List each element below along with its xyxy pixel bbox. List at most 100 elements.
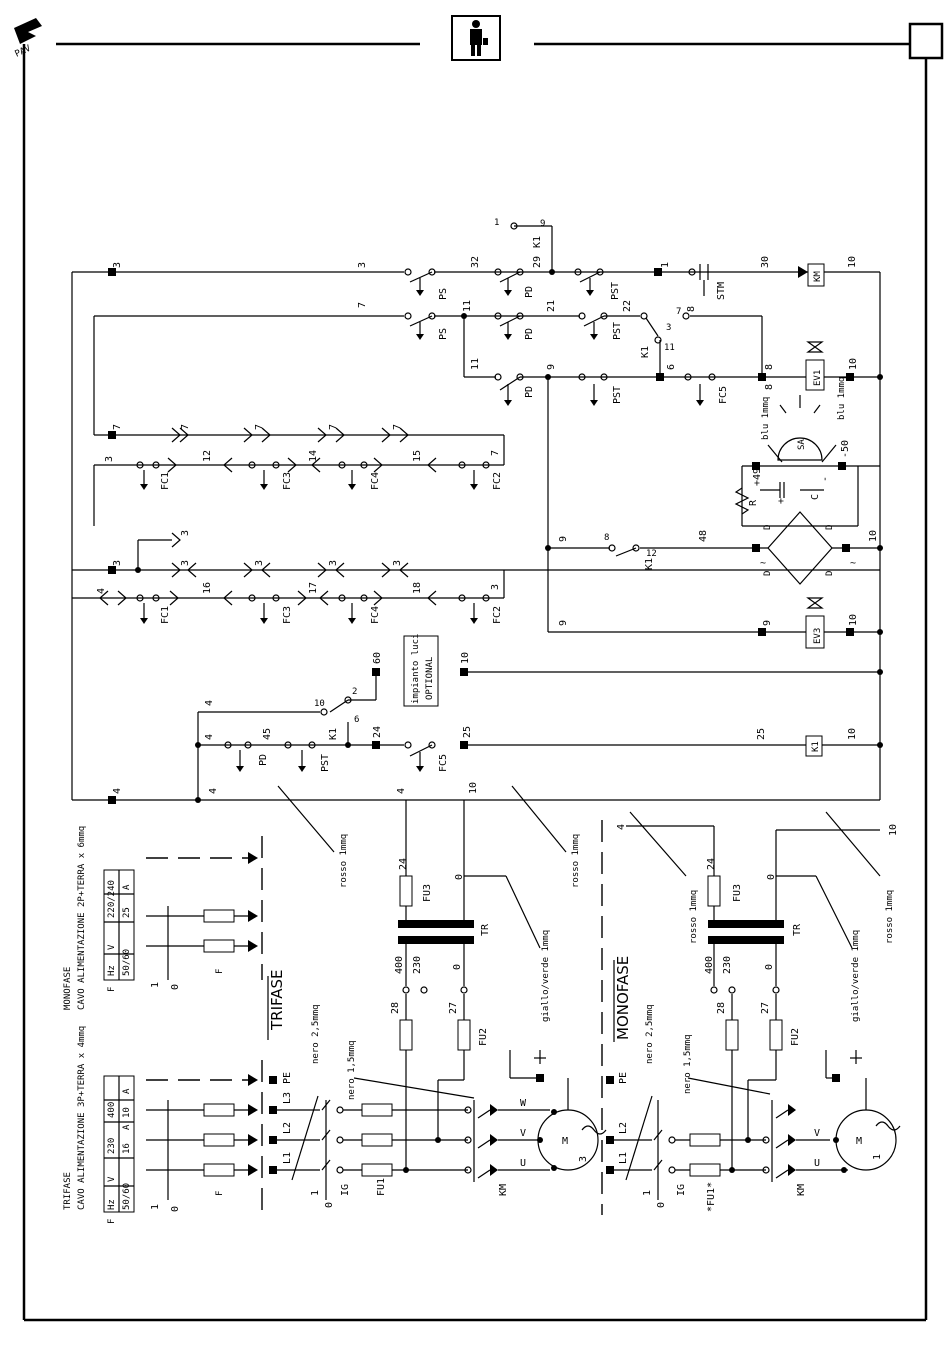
svg-text:K1: K1: [532, 236, 543, 248]
svg-text:PST: PST: [320, 754, 331, 772]
svg-text:V: V: [814, 1128, 820, 1139]
svg-text:nero 1,5mmq: nero 1,5mmq: [347, 1040, 357, 1100]
svg-text:SA: SA: [797, 439, 807, 450]
svg-text:blu 1mmq: blu 1mmq: [837, 377, 847, 420]
svg-text:1: 1: [642, 1190, 653, 1196]
svg-text:OPTIONAL: OPTIONAL: [425, 657, 435, 700]
svg-text:7: 7: [357, 302, 368, 308]
svg-text:A: A: [122, 1124, 132, 1130]
svg-text:8: 8: [604, 533, 609, 543]
svg-text:27: 27: [760, 1002, 771, 1014]
svg-text:K1: K1: [640, 346, 651, 358]
svg-text:8: 8: [764, 364, 775, 370]
svg-text:16: 16: [122, 1143, 132, 1154]
svg-text:C: C: [810, 494, 821, 500]
svg-text:230: 230: [412, 956, 423, 974]
svg-text:Hz: Hz: [107, 1199, 117, 1210]
svg-text:PE: PE: [282, 1072, 293, 1084]
svg-text:0: 0: [452, 964, 463, 970]
power-section-trifase: TRIFASE CAVO ALIMENTAZIONE 3P+TERRA x 4m…: [63, 785, 607, 1224]
svg-text:7: 7: [112, 424, 123, 430]
svg-text:7: 7: [676, 307, 681, 317]
svg-text:24: 24: [706, 858, 717, 870]
svg-text:28: 28: [716, 1002, 727, 1014]
svg-text:7: 7: [328, 424, 339, 430]
svg-text:IG: IG: [676, 1184, 687, 1196]
power-section-monofase: MONOFASE CAVO ALIMENTAZIONE 2P+TERRA x 6…: [63, 811, 901, 1215]
svg-text:FC1: FC1: [160, 606, 171, 624]
svg-text:9: 9: [540, 219, 545, 229]
svg-text:KM: KM: [796, 1184, 807, 1196]
svg-text:V: V: [107, 1176, 117, 1182]
svg-text:24: 24: [372, 726, 383, 738]
svg-text:8: 8: [764, 384, 775, 390]
svg-text:V: V: [520, 1128, 526, 1139]
svg-text:10: 10: [468, 782, 479, 794]
page-box: [908, 22, 944, 60]
svg-text:F: F: [215, 1191, 225, 1196]
svg-text:PS: PS: [438, 328, 449, 340]
svg-text:FU2: FU2: [790, 1028, 801, 1046]
svg-text:PST: PST: [612, 322, 623, 340]
svg-text:0: 0: [764, 964, 775, 970]
svg-text:KM: KM: [813, 271, 823, 282]
svg-text:PST: PST: [612, 386, 623, 404]
svg-text:22: 22: [622, 300, 633, 312]
svg-text:17: 17: [308, 582, 319, 594]
svg-text:D: D: [825, 525, 835, 530]
svg-text:18: 18: [412, 582, 423, 594]
svg-text:L3: L3: [282, 1092, 293, 1104]
svg-text:FC3: FC3: [282, 472, 293, 490]
svg-text:3: 3: [357, 262, 368, 268]
svg-text:7: 7: [392, 424, 403, 430]
svg-text:F: F: [107, 987, 117, 992]
svg-text:4: 4: [208, 788, 219, 794]
svg-text:nero 2,5mmq: nero 2,5mmq: [645, 1004, 655, 1064]
svg-text:FU2: FU2: [478, 1028, 489, 1046]
svg-text:TRIFASE: TRIFASE: [268, 969, 286, 1031]
svg-text:TRIFASE: TRIFASE: [63, 1172, 73, 1210]
svg-text:11: 11: [470, 358, 481, 370]
svg-text:K1: K1: [811, 741, 821, 752]
svg-text:KM: KM: [498, 1184, 509, 1196]
svg-text:28: 28: [390, 1002, 401, 1014]
svg-text:giallo/verde 1mmq: giallo/verde 1mmq: [851, 930, 861, 1022]
svg-text:7: 7: [180, 424, 191, 430]
svg-text:3: 3: [104, 456, 115, 462]
svg-text:+49: +49: [752, 468, 763, 486]
svg-text:10: 10: [460, 652, 471, 664]
svg-text:21: 21: [546, 300, 557, 312]
svg-text:15: 15: [412, 450, 423, 462]
svg-text:FU3: FU3: [422, 884, 433, 902]
svg-text:nero 1,5mmq: nero 1,5mmq: [683, 1034, 693, 1094]
svg-text:45: 45: [262, 728, 273, 740]
svg-text:Hz: Hz: [107, 965, 117, 976]
svg-text:FC3: FC3: [282, 606, 293, 624]
svg-text:CAVO ALIMENTAZIONE 2P+TERRA x: CAVO ALIMENTAZIONE 2P+TERRA x 6mmq: [77, 826, 87, 1010]
svg-text:3: 3: [254, 560, 265, 566]
svg-text:R: R: [748, 499, 759, 506]
svg-text:0: 0: [170, 984, 181, 990]
svg-text:1: 1: [150, 1204, 161, 1210]
svg-text:25: 25: [462, 726, 473, 738]
svg-text:FC2: FC2: [492, 472, 503, 490]
svg-text:IG: IG: [340, 1184, 351, 1196]
svg-text:220/240: 220/240: [107, 880, 117, 918]
svg-text:10: 10: [848, 358, 859, 370]
svg-text:*FU1*: *FU1*: [706, 1182, 717, 1212]
svg-text:rosso 1mmq: rosso 1mmq: [689, 890, 699, 944]
svg-text:L2: L2: [282, 1122, 293, 1134]
svg-text:FC5: FC5: [438, 754, 449, 772]
svg-text:230: 230: [107, 1138, 117, 1154]
svg-text:MONOFASE: MONOFASE: [614, 956, 632, 1040]
svg-text:~: ~: [850, 558, 856, 569]
svg-text:M: M: [856, 1136, 862, 1147]
svg-text:PE: PE: [618, 1072, 629, 1084]
svg-text:PD: PD: [524, 386, 535, 398]
svg-text:10: 10: [314, 699, 325, 709]
svg-text:3: 3: [180, 530, 191, 536]
rating-table-trifase: F Hz V 50/60 230 16 A 400 10 A: [103, 1075, 135, 1224]
svg-text:25: 25: [756, 728, 767, 740]
svg-text:29: 29: [532, 256, 543, 268]
